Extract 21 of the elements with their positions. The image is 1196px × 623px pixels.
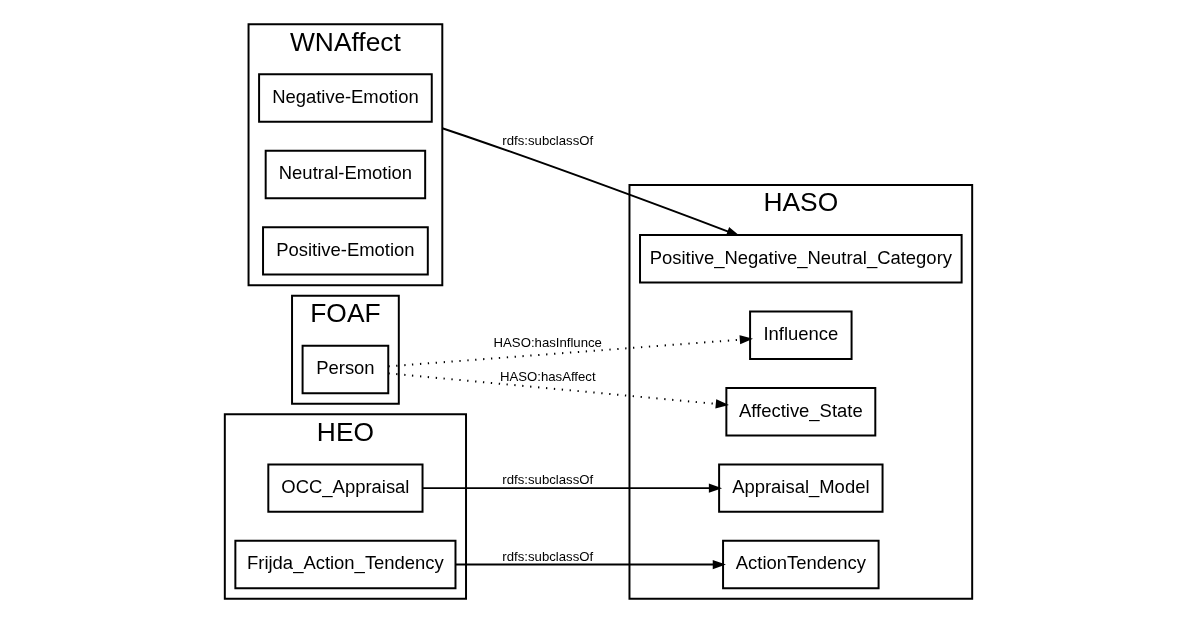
edge-label: rdfs:subclassOf — [501, 472, 593, 488]
arrow — [387, 372, 729, 409]
node-box: Person — [301, 344, 389, 395]
node-box: Influence — [748, 310, 853, 360]
edge-label: rdfs:subclassOf — [501, 133, 593, 149]
node-box: Appraisal_Model — [717, 463, 884, 513]
edge-label: HASO:hasAffect — [499, 369, 596, 385]
node-box: Affective_State — [724, 386, 876, 437]
arrow — [421, 483, 722, 493]
edge-label: rdfs:subclassOf — [501, 548, 593, 564]
node-box: Frijda_Action_Tendency — [233, 539, 456, 590]
node-box: Neutral-Emotion — [264, 149, 426, 200]
node-box: OCC_Appraisal — [266, 463, 423, 513]
edge-label: HASO:hasInflunce — [493, 335, 602, 351]
arrow — [440, 127, 740, 236]
node-box: Positive-Emotion — [261, 226, 429, 276]
arrow — [454, 559, 726, 570]
node-box: Negative-Emotion — [257, 73, 433, 123]
node-box: Positive_Negative_Neutral_Category — [638, 234, 963, 284]
node-box: ActionTendency — [721, 539, 880, 590]
arrow — [387, 335, 753, 368]
